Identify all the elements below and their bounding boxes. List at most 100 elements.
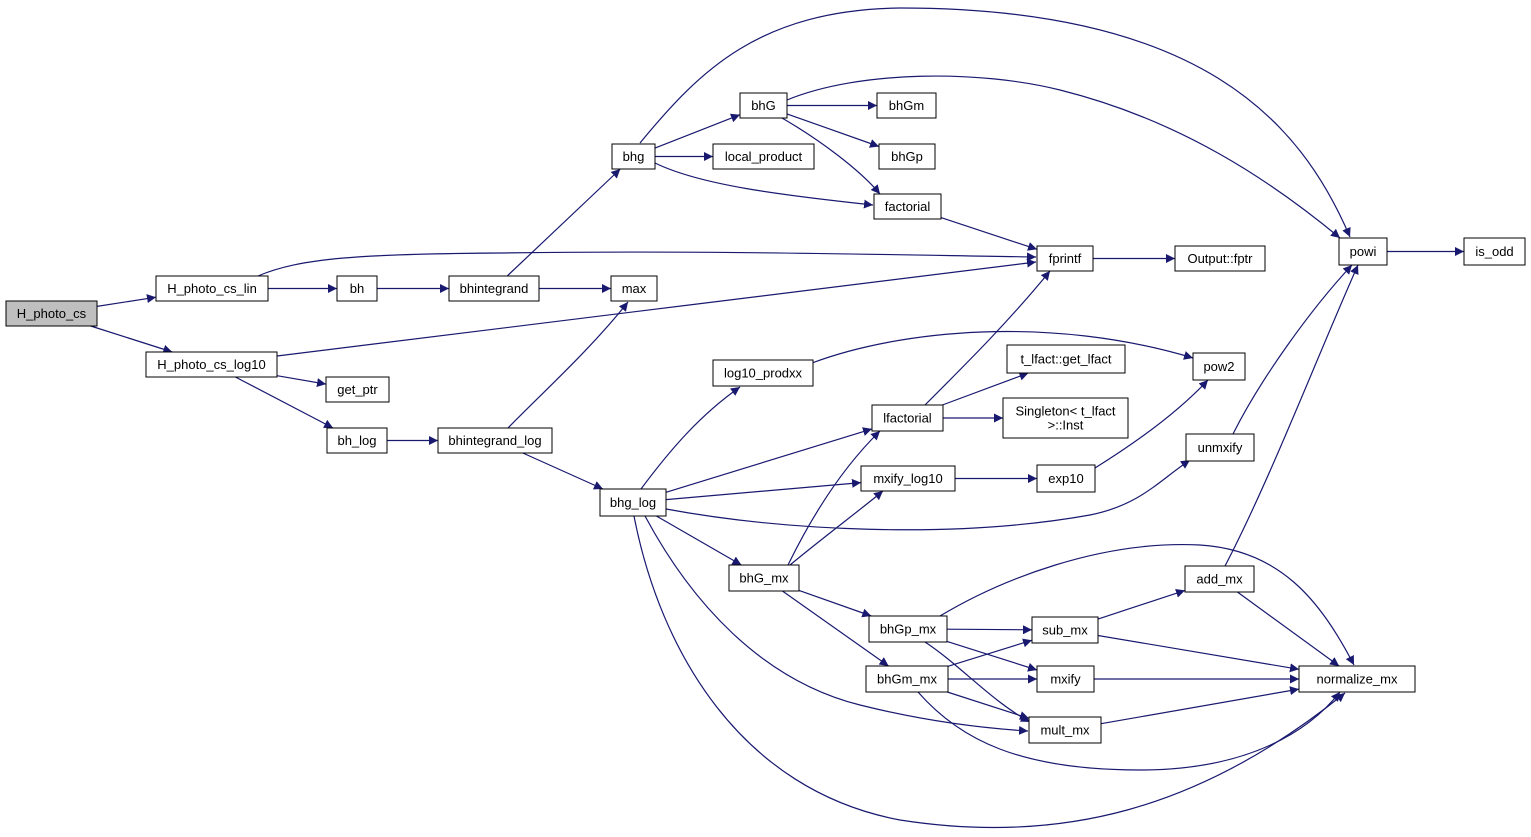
edge-bhintegrand-log-to-bhg-log xyxy=(522,452,604,490)
node-box[interactable] xyxy=(1192,352,1246,381)
node-t-lfact-get-lfact[interactable]: t_lfact::get_lfact xyxy=(1006,344,1126,374)
node-box[interactable] xyxy=(1036,665,1095,693)
edge-bhgp-mx-to-sub-mx xyxy=(946,625,1033,635)
edge-bhg-to-factorial xyxy=(781,117,881,195)
node-box[interactable] xyxy=(610,275,658,302)
node-is-odd[interactable]: is_odd xyxy=(1463,237,1526,266)
node-mult-mx[interactable]: mult_mx xyxy=(1028,716,1102,744)
node-label: bhintegrand_log xyxy=(448,433,541,448)
node-label: bh_log xyxy=(337,433,376,448)
node-box[interactable] xyxy=(1174,245,1266,272)
node-bhgp-mx[interactable]: bhGp_mx xyxy=(868,615,948,643)
node-mxify[interactable]: mxify xyxy=(1036,665,1095,693)
node-pow2[interactable]: pow2 xyxy=(1192,352,1246,381)
node-box[interactable] xyxy=(1298,665,1416,693)
node-box[interactable] xyxy=(865,665,949,693)
node-box[interactable] xyxy=(876,92,937,119)
node-local-product[interactable]: local_product xyxy=(712,143,815,170)
edge-bhg-to-bhgp xyxy=(786,113,880,148)
edge-bhg-to-powi xyxy=(639,7,1351,238)
node-box[interactable] xyxy=(325,376,390,403)
node-box[interactable] xyxy=(739,92,788,119)
edge-sub-mx-to-normalize-mx xyxy=(1097,634,1300,673)
node-box[interactable] xyxy=(1185,433,1255,462)
edge-bhg-log-to-unmxify xyxy=(665,459,1191,531)
node-box[interactable] xyxy=(155,275,269,302)
node-box[interactable] xyxy=(712,143,815,170)
node-bhgp[interactable]: bhGp xyxy=(878,143,936,170)
edge-h-photo-cs-to-h-photo-cs-lin xyxy=(96,294,157,307)
edge-lfactorial-to-fprintf xyxy=(924,270,1051,406)
node-bhgm-mx[interactable]: bhGm_mx xyxy=(865,665,949,693)
node-label: bhg_log xyxy=(610,495,656,510)
edge-bhgm-mx-to-normalize-mx xyxy=(917,691,1341,771)
edge-add-mx-to-normalize-mx xyxy=(1237,591,1340,667)
node-h-photo-cs-log10[interactable]: H_photo_cs_log10 xyxy=(145,351,278,378)
edge-bhg-mx-to-bhgm-mx xyxy=(782,590,889,667)
node-normalize-mx[interactable]: normalize_mx xyxy=(1298,665,1416,693)
node-label: bhg xyxy=(623,149,645,164)
node-label: mult_mx xyxy=(1040,723,1090,738)
node-box[interactable] xyxy=(878,143,936,170)
node-box[interactable] xyxy=(145,351,278,378)
node-max[interactable]: max xyxy=(610,275,658,302)
node-bh[interactable]: bh xyxy=(336,275,378,302)
node-bhg[interactable]: bhG xyxy=(739,92,788,119)
node-box[interactable] xyxy=(712,359,814,387)
node-mxify-log10[interactable]: mxify_log10 xyxy=(860,465,956,492)
edge-sub-mx-to-add-mx xyxy=(1097,588,1186,620)
node-box[interactable] xyxy=(5,300,98,327)
node-log10-prodxx[interactable]: log10_prodxx xyxy=(712,359,814,387)
node-bhintegrand[interactable]: bhintegrand xyxy=(448,275,540,302)
node-box[interactable] xyxy=(1463,237,1526,266)
node-label: bhGm_mx xyxy=(877,672,937,687)
node-add-mx[interactable]: add_mx xyxy=(1184,565,1255,593)
node-factorial[interactable]: factorial xyxy=(873,193,942,220)
node-box[interactable] xyxy=(1031,616,1099,644)
node-bhintegrand-log[interactable]: bhintegrand_log xyxy=(437,427,553,454)
node-box[interactable] xyxy=(728,564,800,592)
node-label: bhG_mx xyxy=(739,571,789,586)
node-label: Output::fptr xyxy=(1187,251,1253,266)
node-label: bhGp xyxy=(891,149,923,164)
node-bhg[interactable]: bhg xyxy=(611,143,656,170)
node-bh-log[interactable]: bh_log xyxy=(326,427,388,454)
node-singleton-inst[interactable]: Singleton< t_lfact>::Inst xyxy=(1002,397,1129,439)
node-box[interactable] xyxy=(599,488,667,517)
node-box[interactable] xyxy=(1002,397,1129,439)
node-label: exp10 xyxy=(1048,471,1083,486)
node-get-ptr[interactable]: get_ptr xyxy=(325,376,390,403)
node-bhg-mx[interactable]: bhG_mx xyxy=(728,564,800,592)
node-label: log10_prodxx xyxy=(724,366,803,381)
node-powi[interactable]: powi xyxy=(1338,237,1388,266)
node-h-photo-cs-lin[interactable]: H_photo_cs_lin xyxy=(155,275,269,302)
node-box[interactable] xyxy=(1006,344,1126,374)
node-bhgm[interactable]: bhGm xyxy=(876,92,937,119)
node-box[interactable] xyxy=(437,427,553,454)
node-box[interactable] xyxy=(868,615,948,643)
node-box[interactable] xyxy=(1184,565,1255,593)
node-box[interactable] xyxy=(611,143,656,170)
node-box[interactable] xyxy=(871,404,944,432)
edge-bhg-to-factorial xyxy=(654,162,874,209)
node-label: bhG xyxy=(751,98,776,113)
node-box[interactable] xyxy=(1028,716,1102,744)
node-box[interactable] xyxy=(873,193,942,220)
node-box[interactable] xyxy=(448,275,540,302)
node-output-fptr[interactable]: Output::fptr xyxy=(1174,245,1266,272)
node-label: unmxify xyxy=(1198,440,1243,455)
node-box[interactable] xyxy=(1036,464,1096,493)
node-box[interactable] xyxy=(1338,237,1388,266)
node-box[interactable] xyxy=(1036,245,1094,272)
node-fprintf[interactable]: fprintf xyxy=(1036,245,1094,272)
node-box[interactable] xyxy=(860,465,956,492)
node-exp10[interactable]: exp10 xyxy=(1036,464,1096,493)
node-box[interactable] xyxy=(336,275,378,302)
node-sub-mx[interactable]: sub_mx xyxy=(1031,616,1099,644)
node-lfactorial[interactable]: lfactorial xyxy=(871,404,944,432)
node-label: >::Inst xyxy=(1048,418,1084,433)
node-unmxify[interactable]: unmxify xyxy=(1185,433,1255,462)
node-h-photo-cs[interactable]: H_photo_cs xyxy=(5,300,98,327)
node-box[interactable] xyxy=(326,427,388,454)
node-bhg-log[interactable]: bhg_log xyxy=(599,488,667,517)
